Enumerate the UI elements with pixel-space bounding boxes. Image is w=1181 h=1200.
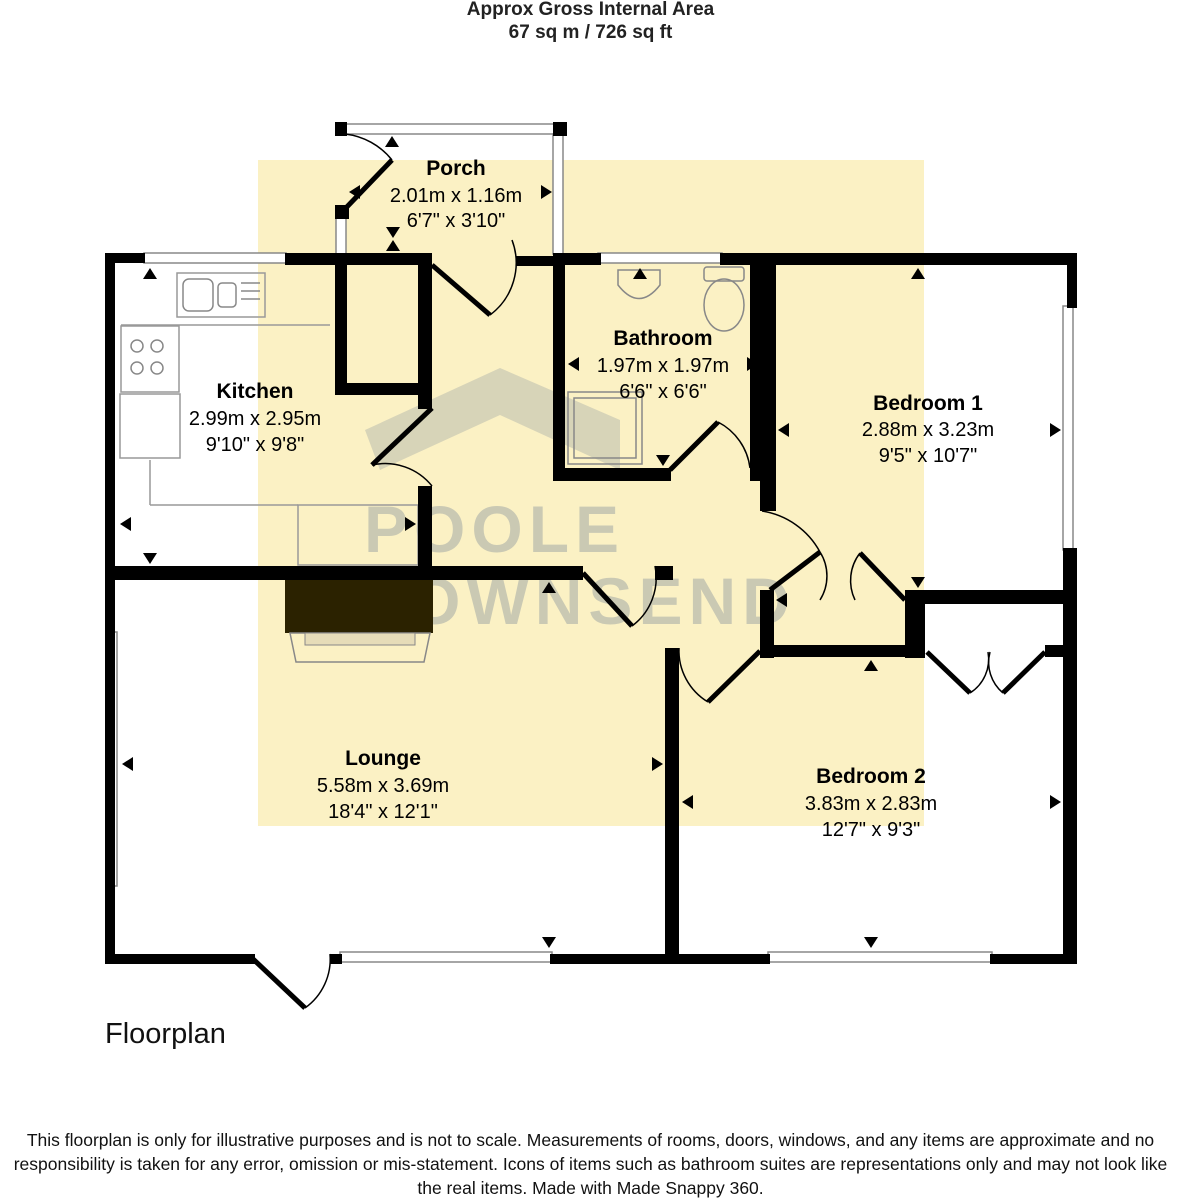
walls <box>105 122 1077 964</box>
highlight-area <box>258 160 924 826</box>
room-lounge: Lounge 5.58m x 3.69m 18'4" x 12'1" <box>317 747 449 823</box>
room-kitchen: Kitchen 2.99m x 2.95m 9'10" x 9'8" <box>189 380 321 456</box>
hob-icon <box>130 339 164 375</box>
shower-tray-icon <box>567 391 643 465</box>
room-bathroom-metric: 1.97m x 1.97m <box>597 355 729 377</box>
area-title: Approx Gross Internal Area 67 sq m / 726… <box>0 0 1181 44</box>
room-kitchen-name: Kitchen <box>216 380 293 403</box>
sink-icon <box>182 278 260 312</box>
basin-icon <box>617 269 661 300</box>
disclaimer-text: This floorplan is only for illustrative … <box>13 1130 1168 1198</box>
room-kitchen-metric: 2.99m x 2.95m <box>189 408 321 430</box>
room-bedroom1-metric: 2.88m x 3.23m <box>862 419 994 441</box>
area-title-value: 67 sq m / 726 sq ft <box>508 22 673 43</box>
room-bedroom2-imperial: 12'7" x 9'3" <box>822 819 921 841</box>
room-bathroom-imperial: 6'6" x 6'6" <box>619 381 706 403</box>
room-lounge-imperial: 18'4" x 12'1" <box>328 801 438 823</box>
room-bedroom1-name: Bedroom 1 <box>873 392 983 415</box>
room-porch: Porch 2.01m x 1.16m 6'7" x 3'10" <box>390 157 522 232</box>
room-bathroom: Bathroom 1.97m x 1.97m 6'6" x 6'6" <box>597 327 729 403</box>
room-kitchen-imperial: 9'10" x 9'8" <box>206 434 305 456</box>
plan-label: Floorplan <box>105 1018 226 1050</box>
area-title-label: Approx Gross Internal Area <box>466 0 715 20</box>
room-bedroom2-metric: 3.83m x 2.83m <box>805 793 937 815</box>
room-bedroom2: Bedroom 2 3.83m x 2.83m 12'7" x 9'3" <box>805 765 937 841</box>
room-bathroom-name: Bathroom <box>613 327 712 350</box>
toilet-icon <box>703 266 745 332</box>
room-porch-metric: 2.01m x 1.16m <box>390 185 522 207</box>
room-porch-name: Porch <box>426 157 486 180</box>
room-bedroom2-name: Bedroom 2 <box>816 765 926 788</box>
room-porch-imperial: 6'7" x 3'10" <box>407 210 506 232</box>
watermark-line1: POOLE <box>364 492 625 566</box>
kitchen-fixtures <box>119 272 419 566</box>
room-bedroom1-imperial: 9'5" x 10'7" <box>879 445 978 467</box>
room-bedroom1: Bedroom 1 2.88m x 3.23m 9'5" x 10'7" <box>862 392 994 467</box>
room-lounge-name: Lounge <box>345 747 421 770</box>
room-lounge-metric: 5.58m x 3.69m <box>317 775 449 797</box>
doors <box>251 133 1047 1010</box>
dimension-markers <box>120 136 1061 948</box>
